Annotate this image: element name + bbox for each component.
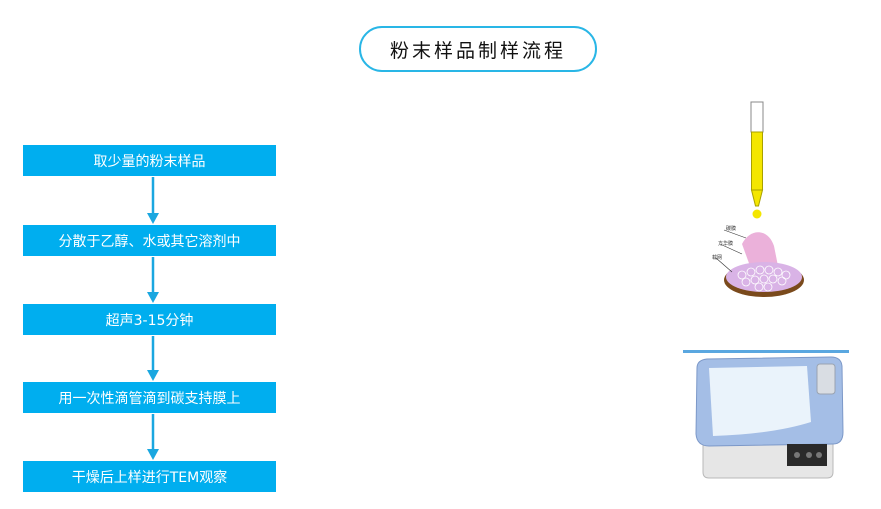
step-5-box: 干燥后上样进行TEM观察 bbox=[23, 461, 276, 492]
arrow-down-icon bbox=[147, 257, 159, 303]
pipette-illustration bbox=[750, 101, 764, 219]
arrow-down-icon bbox=[147, 414, 159, 460]
tem-grid-illustration: 碳膜 方华膜 载网 bbox=[712, 225, 804, 297]
grid-label-mesh: 载网 bbox=[712, 254, 722, 261]
arrow-down-icon bbox=[147, 336, 159, 381]
grid-label-formvar: 方华膜 bbox=[718, 240, 733, 247]
step-4-label: 用一次性滴管滴到碳支持膜上 bbox=[58, 390, 241, 407]
step-1-label: 取少量的粉末样品 bbox=[93, 153, 206, 170]
grid-label-carbon: 碳膜 bbox=[726, 225, 736, 232]
step-4-box: 用一次性滴管滴到碳支持膜上 bbox=[23, 382, 276, 413]
step-3-box: 超声3-15分钟 bbox=[23, 304, 276, 335]
step-1-box: 取少量的粉末样品 bbox=[23, 145, 276, 176]
flow-title: 粉末样品制样流程 bbox=[359, 26, 597, 72]
ultrasonic-bath-illustration bbox=[683, 350, 849, 479]
step-5-label: 干燥后上样进行TEM观察 bbox=[71, 469, 228, 486]
step-2-label: 分散于乙醇、水或其它溶剂中 bbox=[58, 233, 241, 250]
step-3-label: 超声3-15分钟 bbox=[105, 312, 194, 329]
arrow-down-icon bbox=[147, 177, 159, 224]
step-2-box: 分散于乙醇、水或其它溶剂中 bbox=[23, 225, 276, 256]
